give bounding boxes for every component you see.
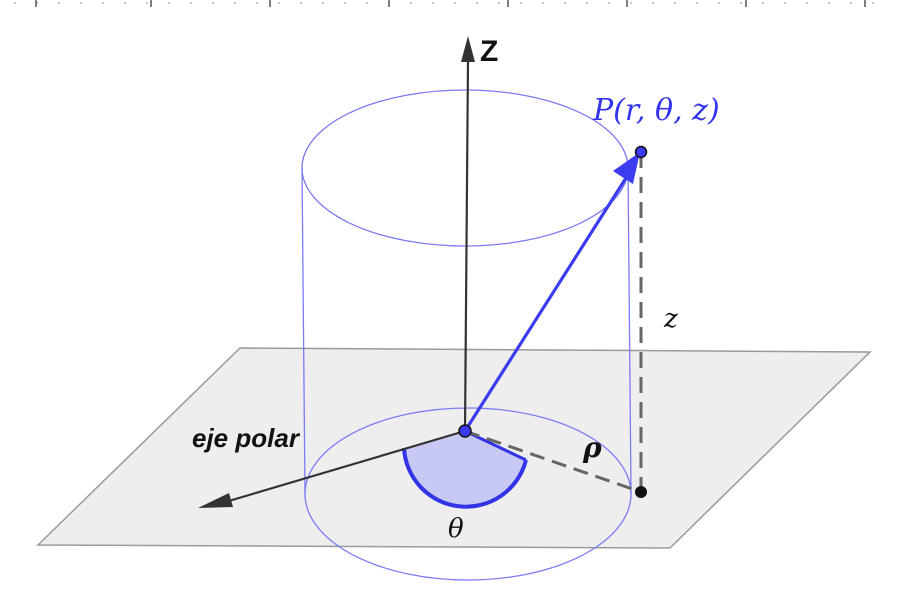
polar-axis-line bbox=[221, 429, 466, 505]
point-p bbox=[634, 145, 648, 159]
projection-point bbox=[635, 486, 647, 498]
polar-axis-label: eje polar bbox=[192, 423, 301, 453]
cylinder-top-ellipse bbox=[301, 89, 629, 247]
angle-sector-arc bbox=[402, 447, 528, 509]
cylinder-right-side bbox=[627, 167, 632, 495]
angle-sector bbox=[404, 431, 526, 507]
height-label: z bbox=[663, 304, 678, 334]
z-axis-label: Z bbox=[480, 35, 498, 68]
position-vector-arrowhead bbox=[613, 152, 640, 184]
z-axis-arrowhead bbox=[461, 36, 475, 62]
cylinder-left-side bbox=[301, 167, 306, 495]
origin-point bbox=[458, 424, 472, 438]
point-label: P(r, θ, z) bbox=[592, 93, 720, 128]
radius-label: ρ bbox=[582, 431, 602, 464]
z-axis-line bbox=[463, 59, 470, 432]
polar-axis-arrowhead bbox=[198, 493, 233, 508]
radius-dashed-line bbox=[464, 429, 642, 494]
position-vector bbox=[463, 177, 628, 432]
angle-label: θ bbox=[448, 514, 464, 544]
